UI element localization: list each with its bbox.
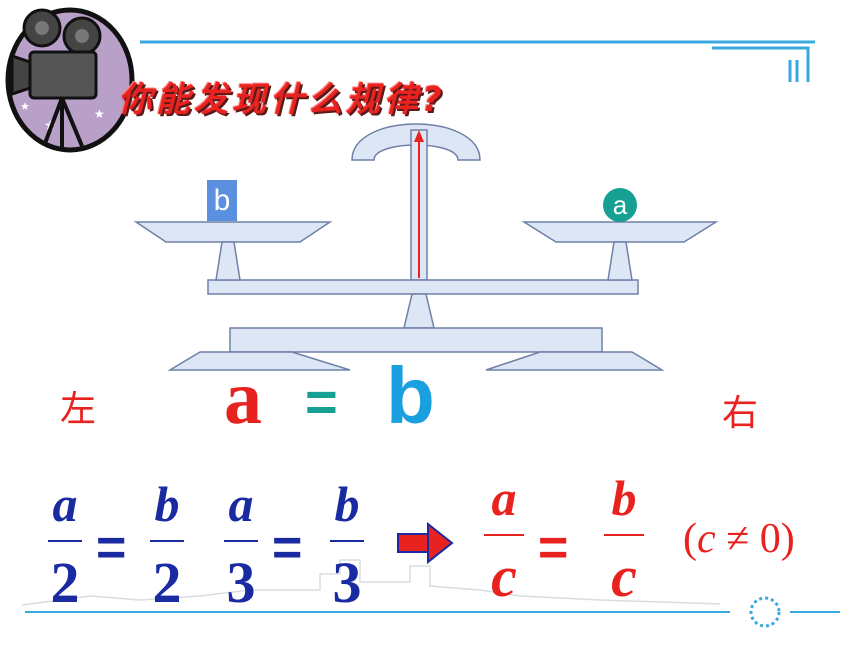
- fraction-numerator: b: [154, 476, 180, 532]
- fraction-denominator: c: [611, 544, 637, 609]
- condition-close-paren: ): [780, 516, 795, 562]
- fraction-numerator: b: [334, 476, 360, 532]
- page-title: 你能发现什么规律?: [118, 80, 446, 120]
- dotted-circle-icon: [749, 596, 781, 628]
- equation-right-b: b: [386, 351, 435, 440]
- fraction-denominator: 3: [226, 550, 256, 615]
- equation-left-a: a: [224, 356, 262, 440]
- condition-variable: c: [697, 516, 716, 562]
- fraction-denominator: c: [491, 544, 517, 609]
- pointer-tip: [414, 130, 424, 142]
- fraction-b-over-c: b c: [596, 468, 652, 608]
- fraction-denominator: 3: [332, 550, 362, 615]
- balance-scale: [133, 123, 719, 371]
- left-weight-label: b: [213, 184, 231, 217]
- equals-sign-1: =: [96, 519, 127, 577]
- svg-text:★: ★: [20, 101, 30, 113]
- fraction-numerator: b: [611, 470, 637, 526]
- fraction-denominator: 2: [152, 550, 182, 615]
- fraction-bar: [48, 540, 82, 542]
- fraction-bar: [150, 540, 184, 542]
- condition-c-not-zero: (c ≠ 0): [683, 515, 795, 563]
- fraction-bar: [484, 534, 524, 536]
- left-weight-block: [207, 180, 237, 221]
- fraction-denominator: 2: [50, 550, 80, 615]
- arrow-right-icon: [397, 521, 454, 565]
- fraction-bar: [330, 540, 364, 542]
- svg-text:★: ★: [94, 107, 105, 121]
- fraction-a-over-3: a 3: [216, 474, 266, 614]
- right-weight-label: a: [612, 190, 628, 220]
- condition-value: 0: [759, 516, 781, 562]
- fraction-a-over-c: a c: [476, 468, 532, 608]
- fraction-b-over-2: b 2: [142, 474, 192, 614]
- fraction-bar: [224, 540, 258, 542]
- fraction-numerator: a: [52, 476, 78, 532]
- left-side-label: 左: [60, 389, 97, 430]
- fraction-b-over-3: b 3: [322, 474, 372, 614]
- equals-sign-3: =: [538, 519, 569, 577]
- right-side-label: 右: [722, 393, 759, 434]
- skyline-decoration: [21, 559, 721, 606]
- equation-equals: =: [305, 370, 338, 433]
- fraction-numerator: a: [228, 476, 254, 532]
- corner-ornament: [712, 46, 810, 82]
- right-weight-ball: [603, 188, 637, 222]
- equals-sign-2: =: [272, 519, 303, 577]
- condition-relation: ≠: [715, 516, 760, 562]
- fraction-bar: [604, 534, 644, 536]
- fraction-numerator: a: [491, 470, 517, 526]
- movie-camera-icon: ★ ★ ★ ★: [5, 7, 135, 153]
- fraction-a-over-2: a 2: [40, 474, 90, 614]
- condition-open-paren: (: [683, 516, 697, 562]
